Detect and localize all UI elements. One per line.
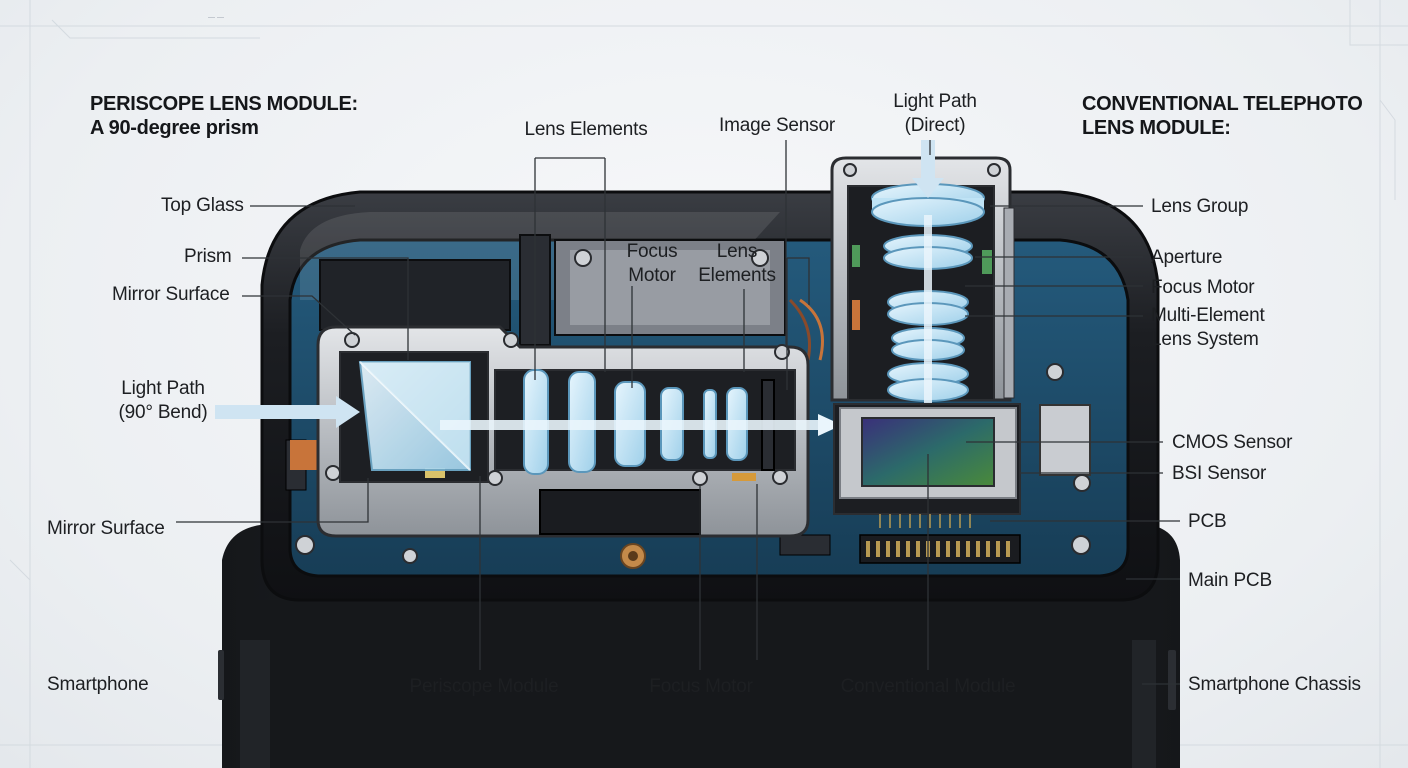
- label-multi-element: Multi-Element Lens System: [1151, 305, 1265, 350]
- label-focus-motor-inner: Focus Motor: [626, 241, 678, 286]
- label-smartphone: Smartphone: [47, 674, 149, 695]
- label-lens-group: Lens Group: [1151, 196, 1249, 217]
- prism: [358, 361, 471, 471]
- label-periscope-module: Periscope Module: [409, 676, 559, 697]
- periscope-title: PERISCOPE LENS MODULE: A 90-degree prism: [90, 93, 358, 139]
- blueprint-mark: — —: [208, 14, 224, 21]
- phone-side-panel: [236, 600, 1160, 768]
- label-smartphone-chassis: Smartphone Chassis: [1188, 674, 1361, 695]
- label-bsi-sensor: BSI Sensor: [1172, 463, 1267, 484]
- label-top-glass: Top Glass: [161, 195, 244, 216]
- label-mirror-surface-lower: Mirror Surface: [47, 518, 165, 539]
- label-lens-elements-inner: Lens Elements: [698, 241, 776, 286]
- label-lens-elements-top: Lens Elements: [524, 119, 648, 140]
- label-prism: Prism: [184, 246, 232, 267]
- label-pcb: PCB: [1188, 511, 1227, 532]
- leader-lines: [176, 140, 1180, 685]
- label-mirror-surface-upper: Mirror Surface: [112, 284, 230, 305]
- label-aperture: Aperture: [1151, 247, 1223, 268]
- sensor-assembly: [833, 403, 1021, 528]
- label-image-sensor: Image Sensor: [719, 115, 835, 136]
- light-path-periscope: [215, 396, 842, 436]
- label-main-pcb: Main PCB: [1188, 570, 1272, 591]
- screws: [295, 249, 1091, 564]
- label-light-path-direct: Light Path (Direct): [893, 91, 977, 136]
- label-light-path-bend: Light Path (90° Bend): [118, 378, 208, 423]
- label-conventional-module: Conventional Module: [840, 676, 1016, 697]
- label-cmos-sensor: CMOS Sensor: [1172, 432, 1293, 453]
- conventional-title: CONVENTIONAL TELEPHOTO LENS MODULE:: [1082, 93, 1363, 139]
- label-focus-motor-bottom: Focus Motor: [649, 676, 753, 697]
- label-focus-motor-right: Focus Motor: [1151, 277, 1255, 298]
